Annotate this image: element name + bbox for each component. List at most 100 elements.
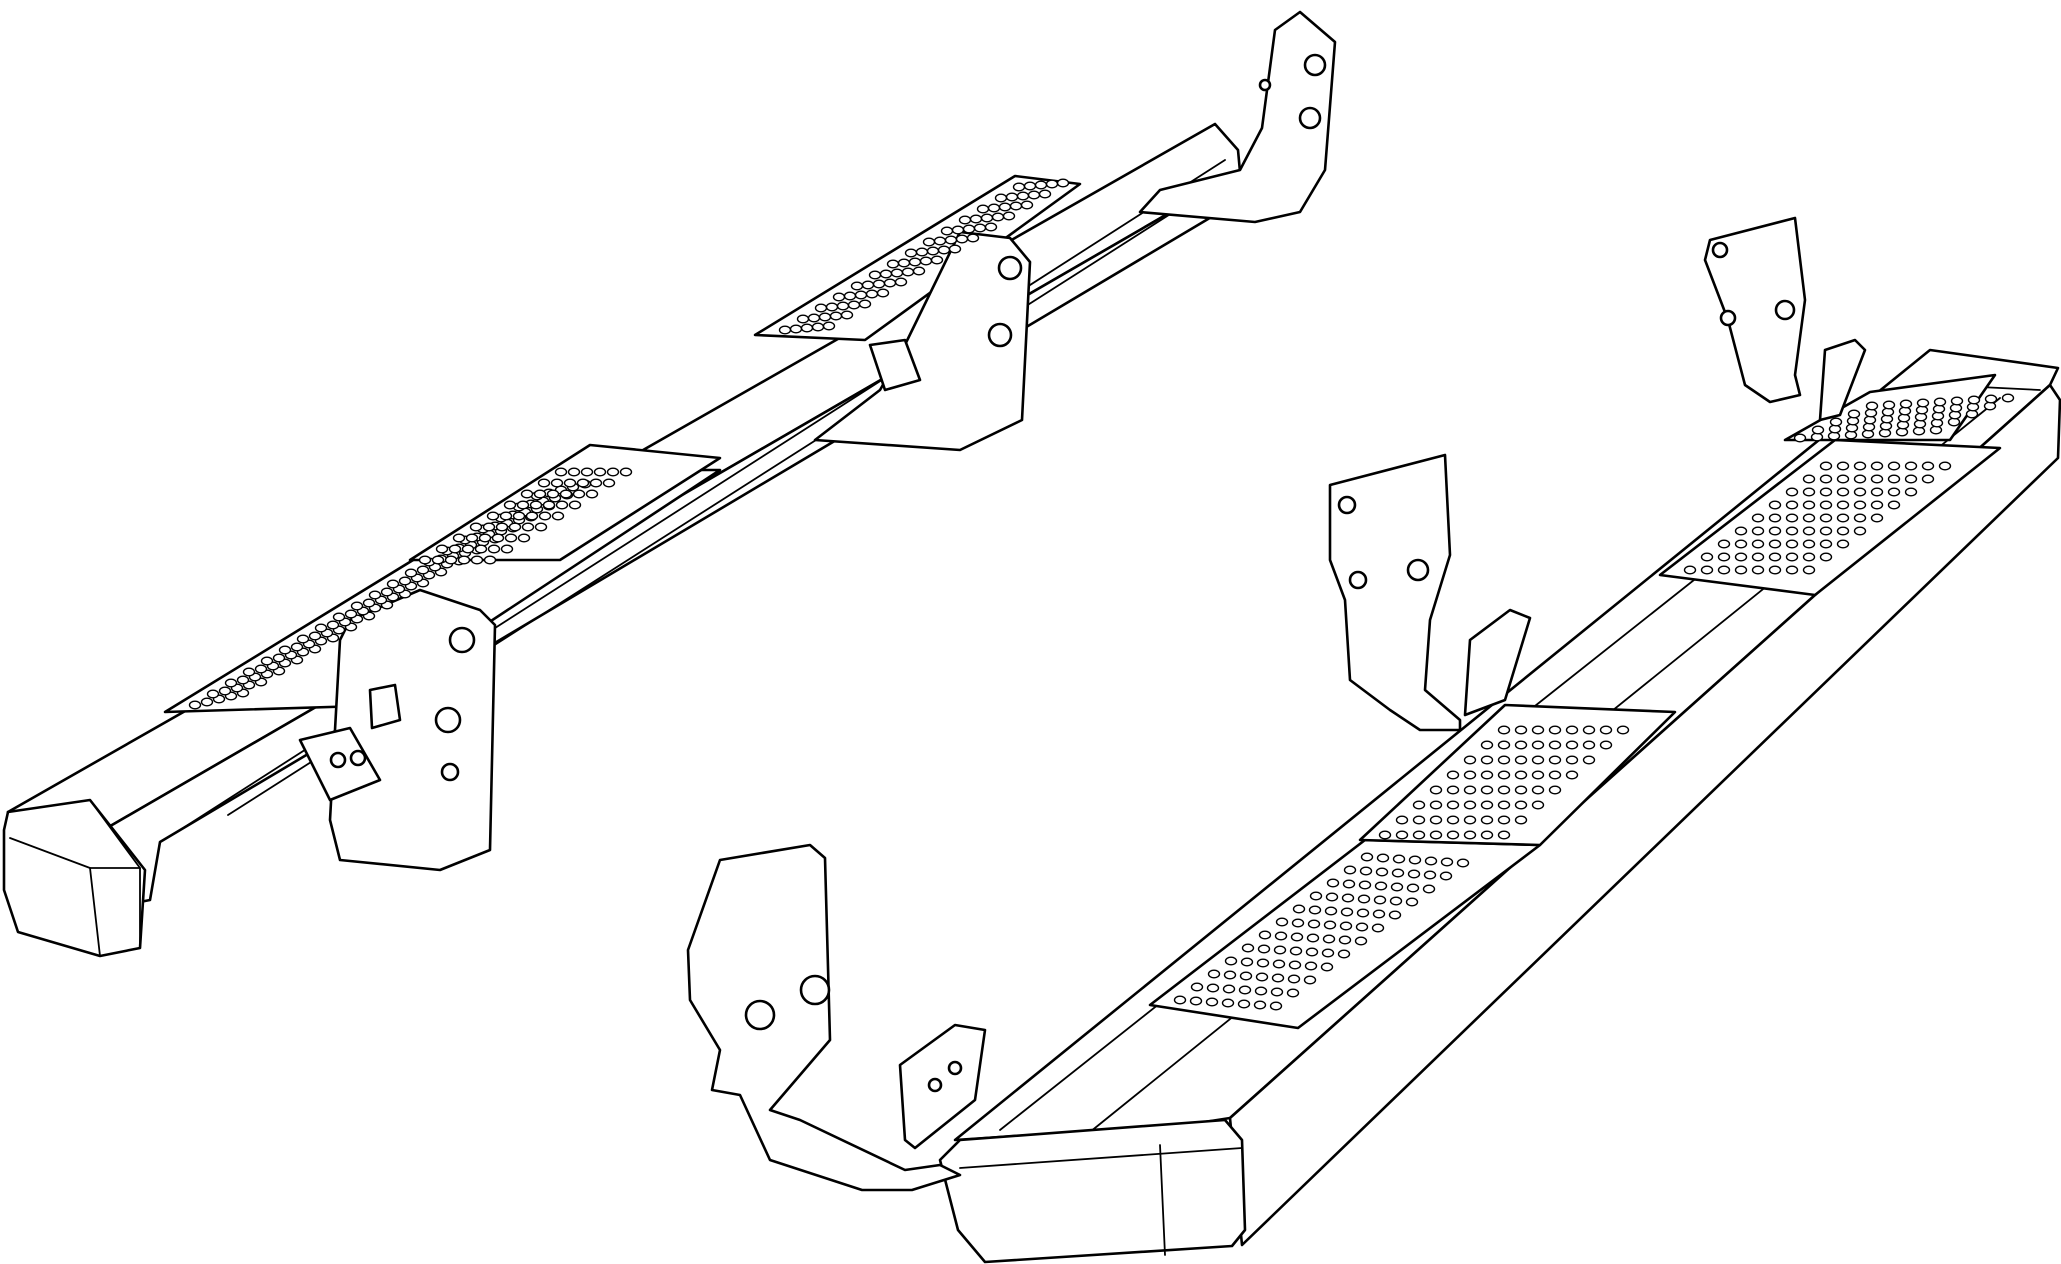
step-pad-dot: [1865, 401, 1879, 411]
step-pad-dot: [865, 289, 879, 299]
step-pad-dot: [1836, 526, 1850, 536]
step-pad-dot: [1356, 908, 1370, 918]
step-pad-dot: [1785, 500, 1799, 510]
step-pad-dot: [1273, 945, 1287, 955]
step-pad-dot: [1429, 830, 1443, 840]
step-pad-dot: [1514, 815, 1528, 825]
step-pad-dot: [822, 321, 836, 331]
step-pad-dot: [1565, 755, 1579, 765]
step-pad-dot: [1921, 461, 1935, 471]
step-pad-dot: [1853, 513, 1867, 523]
step-pad-dot: [1819, 500, 1833, 510]
right-front-bracket-stud-icon: [799, 974, 831, 1006]
step-pad-dot: [1307, 919, 1321, 929]
step-pad-dot: [1304, 961, 1318, 971]
left-rear-bracket-nut-icon: [1303, 53, 1327, 77]
step-pad-dot: [1853, 474, 1867, 484]
step-pad-dot: [800, 323, 814, 333]
step-pad-dot: [962, 224, 976, 234]
step-pad-dot: [260, 656, 274, 666]
step-pad-dot: [1700, 552, 1714, 562]
step-pad-dot: [619, 467, 633, 477]
step-pad-dot: [1395, 830, 1409, 840]
step-pad-dot: [520, 489, 534, 499]
step-pad-dot: [1785, 539, 1799, 549]
step-pad-dot: [1275, 917, 1289, 927]
step-pad-dot: [1272, 959, 1286, 969]
step-pad-dot: [344, 609, 358, 619]
step-pad-dot: [1320, 962, 1334, 972]
step-pad-dot: [1002, 211, 1016, 221]
step-pad-dot: [1395, 815, 1409, 825]
step-pad-dot: [474, 544, 488, 554]
left-front-bracket-nut-icon: [434, 706, 462, 734]
step-pad-dot: [416, 565, 430, 575]
step-pad-dot: [778, 325, 792, 335]
step-pad-dot: [478, 533, 492, 543]
step-pad-dot: [1531, 785, 1545, 795]
step-pad-dot: [1308, 905, 1322, 915]
step-pad-dot: [825, 302, 839, 312]
step-pad-dot: [883, 278, 897, 288]
step-pad-dot: [1446, 770, 1460, 780]
step-pad-dot: [1256, 958, 1270, 968]
step-pad-dot: [850, 281, 864, 291]
right-middle-bracket: [1328, 453, 1462, 732]
step-pad-dot: [1497, 770, 1511, 780]
step-pad-dot: [1371, 923, 1385, 933]
step-pad-dot: [1480, 755, 1494, 765]
step-pad-dot: [1355, 922, 1369, 932]
step-pad-dot: [1222, 984, 1236, 994]
step-pad-dot: [1378, 830, 1392, 840]
step-pad-dot: [188, 700, 202, 710]
left-middle-bracket-nut-icon: [997, 255, 1023, 281]
step-pad-dot: [1374, 881, 1388, 891]
step-pad-dot: [554, 467, 568, 477]
step-pad-dot: [1322, 934, 1336, 944]
step-pad-dot: [1582, 725, 1596, 735]
right-board-end-cap: [938, 1118, 1247, 1264]
step-pad-dot: [1819, 539, 1833, 549]
step-pad-dot: [1819, 474, 1833, 484]
step-pad-dot: [1734, 526, 1748, 536]
step-pad-dot: [1407, 869, 1421, 879]
step-pad-dot: [224, 678, 238, 688]
step-pad-dot: [2001, 393, 2015, 403]
step-pad-dot: [461, 544, 475, 554]
step-pad-dot: [951, 225, 965, 235]
step-pad-dot: [1480, 815, 1494, 825]
step-pad-dot: [521, 522, 535, 532]
step-pad-dot: [1303, 975, 1317, 985]
step-pad-dot: [550, 478, 564, 488]
step-pad-dot: [940, 226, 954, 236]
step-pad-dot: [1802, 526, 1816, 536]
step-pad-dot: [1321, 948, 1335, 958]
step-pad-dot: [308, 631, 322, 641]
step-pad-dot: [1497, 725, 1511, 735]
step-pad-dot: [1751, 526, 1765, 536]
step-pad-dot: [1802, 474, 1816, 484]
step-pad-dot: [1287, 974, 1301, 984]
step-pad-dot: [1870, 487, 1884, 497]
step-pad-dot: [1582, 755, 1596, 765]
step-pad-dot: [1012, 182, 1026, 192]
step-pad-dot: [1847, 409, 1861, 419]
step-pad-dot: [1440, 857, 1454, 867]
step-pad-dot: [572, 489, 586, 499]
step-pad-dot: [1870, 474, 1884, 484]
step-pad-dot: [1700, 565, 1714, 575]
step-pad-dot: [1497, 830, 1511, 840]
step-pad-dot: [585, 489, 599, 499]
step-pad-dot: [994, 193, 1008, 203]
step-pad-dot: [516, 500, 530, 510]
step-pad-dot: [1734, 539, 1748, 549]
right-rear-bracket-tab: [1818, 338, 1867, 422]
step-pad-dot: [1836, 487, 1850, 497]
right-front-bracket-tab: [898, 1023, 987, 1150]
right-middle-bracket-stud-icon: [1406, 558, 1430, 582]
step-pad-dot: [386, 579, 400, 589]
step-pad-dot: [551, 511, 565, 521]
step-pad-dot: [542, 500, 556, 510]
step-pad-dot: [1751, 539, 1765, 549]
step-pad-dot: [1582, 740, 1596, 750]
